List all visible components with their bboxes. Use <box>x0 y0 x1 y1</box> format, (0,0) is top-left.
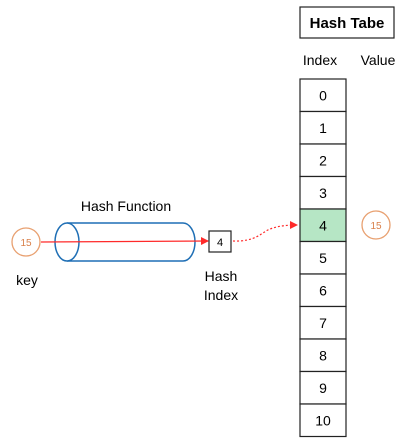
table-index-label: 0 <box>319 87 327 103</box>
key-circle <box>11 227 41 257</box>
key-to-index-arrow <box>40 237 209 246</box>
table-title: Hash Tabe <box>310 15 385 32</box>
table-slot-6 <box>299 273 347 308</box>
table-index-label: 4 <box>319 217 327 233</box>
table-slot-9 <box>299 370 347 405</box>
table-index-label: 8 <box>319 347 327 363</box>
hash-index-value: 4 <box>217 237 223 249</box>
value-column-header: Value <box>361 52 396 68</box>
table-slot-10 <box>299 403 347 438</box>
table-index-label: 3 <box>319 185 327 201</box>
table-index-label: 9 <box>319 380 327 396</box>
key-label: key <box>16 272 38 288</box>
index-to-slot-arrow <box>232 221 298 242</box>
table-index-label: 6 <box>319 282 327 298</box>
hash-table-cells: 0 1 2 3 4 5 6 7 8 9 10 <box>299 78 347 438</box>
hash-function-label: Hash Function <box>81 198 171 214</box>
hash-index-label-line2: Index <box>204 287 238 303</box>
table-index-label: 7 <box>319 315 327 331</box>
table-slot-4 <box>299 208 347 243</box>
table-slot-2 <box>299 143 347 178</box>
title-box <box>299 6 395 39</box>
table-index-label: 2 <box>319 152 327 168</box>
table-slot-0 <box>299 78 347 113</box>
index-column-header: Index <box>303 52 337 68</box>
table-index-label: 10 <box>315 412 331 428</box>
hash-index-label-line1: Hash <box>205 268 238 284</box>
table-index-label: 1 <box>319 120 327 136</box>
table-index-label: 5 <box>319 250 327 266</box>
stored-value-circle <box>361 210 391 240</box>
key-value: 15 <box>20 238 32 249</box>
hash-index-box <box>208 230 232 253</box>
table-slot-8 <box>299 338 347 373</box>
stored-value: 15 <box>370 221 382 232</box>
